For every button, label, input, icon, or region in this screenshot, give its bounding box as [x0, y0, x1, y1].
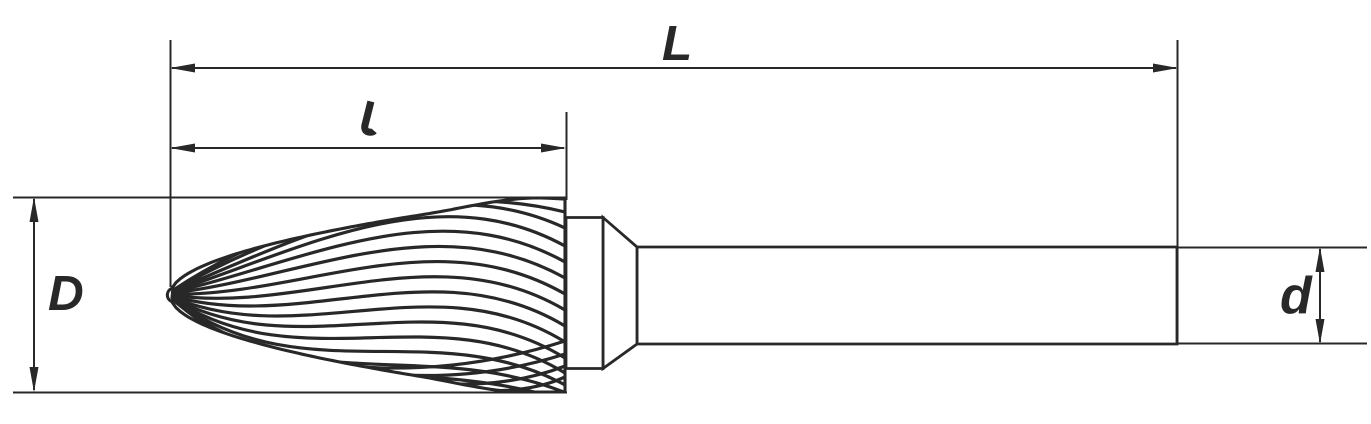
svg-text:L: L — [662, 16, 692, 71]
svg-text:D: D — [48, 266, 84, 321]
svg-text:d: d — [1280, 267, 1313, 325]
